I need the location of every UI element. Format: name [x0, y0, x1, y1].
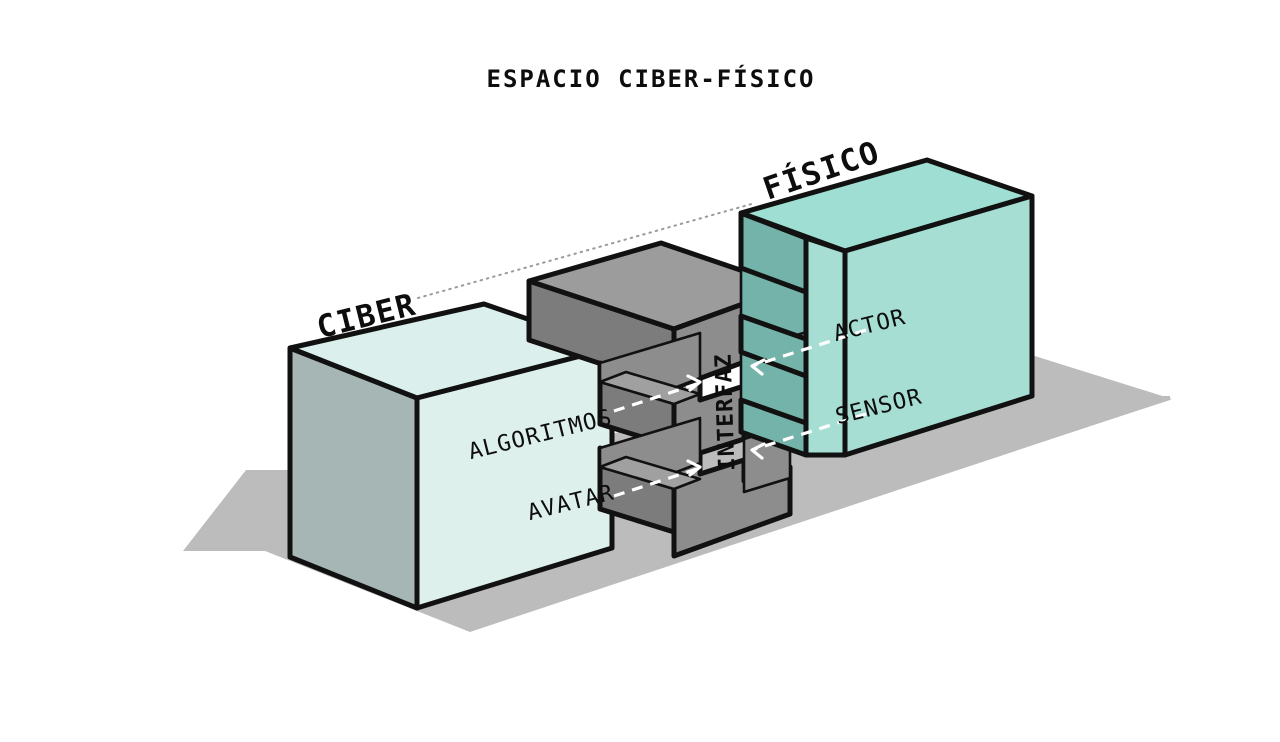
flow-arrow-algorithms-head — [686, 374, 702, 392]
physical-cube-front-lip — [803, 235, 848, 458]
label-interface: INTERFAZ — [710, 353, 740, 472]
flow-arrow-algorithms — [613, 381, 701, 413]
flow-arrow-sensor — [751, 412, 867, 452]
flow-arrow-actor-head — [750, 358, 766, 376]
leader-line-cyber-physical — [417, 202, 756, 299]
interface-slot-avatar-floor — [598, 455, 702, 491]
interface-slot-algorithms-floor — [598, 370, 702, 406]
flow-arrow-avatar-head — [686, 459, 702, 477]
flow-arrow-sensor-head — [750, 442, 766, 460]
flow-arrow-avatar — [613, 466, 701, 498]
page-title: ESPACIO CIBER-FÍSICO — [487, 64, 816, 93]
physical-cube — [738, 157, 1035, 458]
flow-arrows — [613, 328, 867, 498]
flow-arrow-actor — [751, 328, 867, 368]
